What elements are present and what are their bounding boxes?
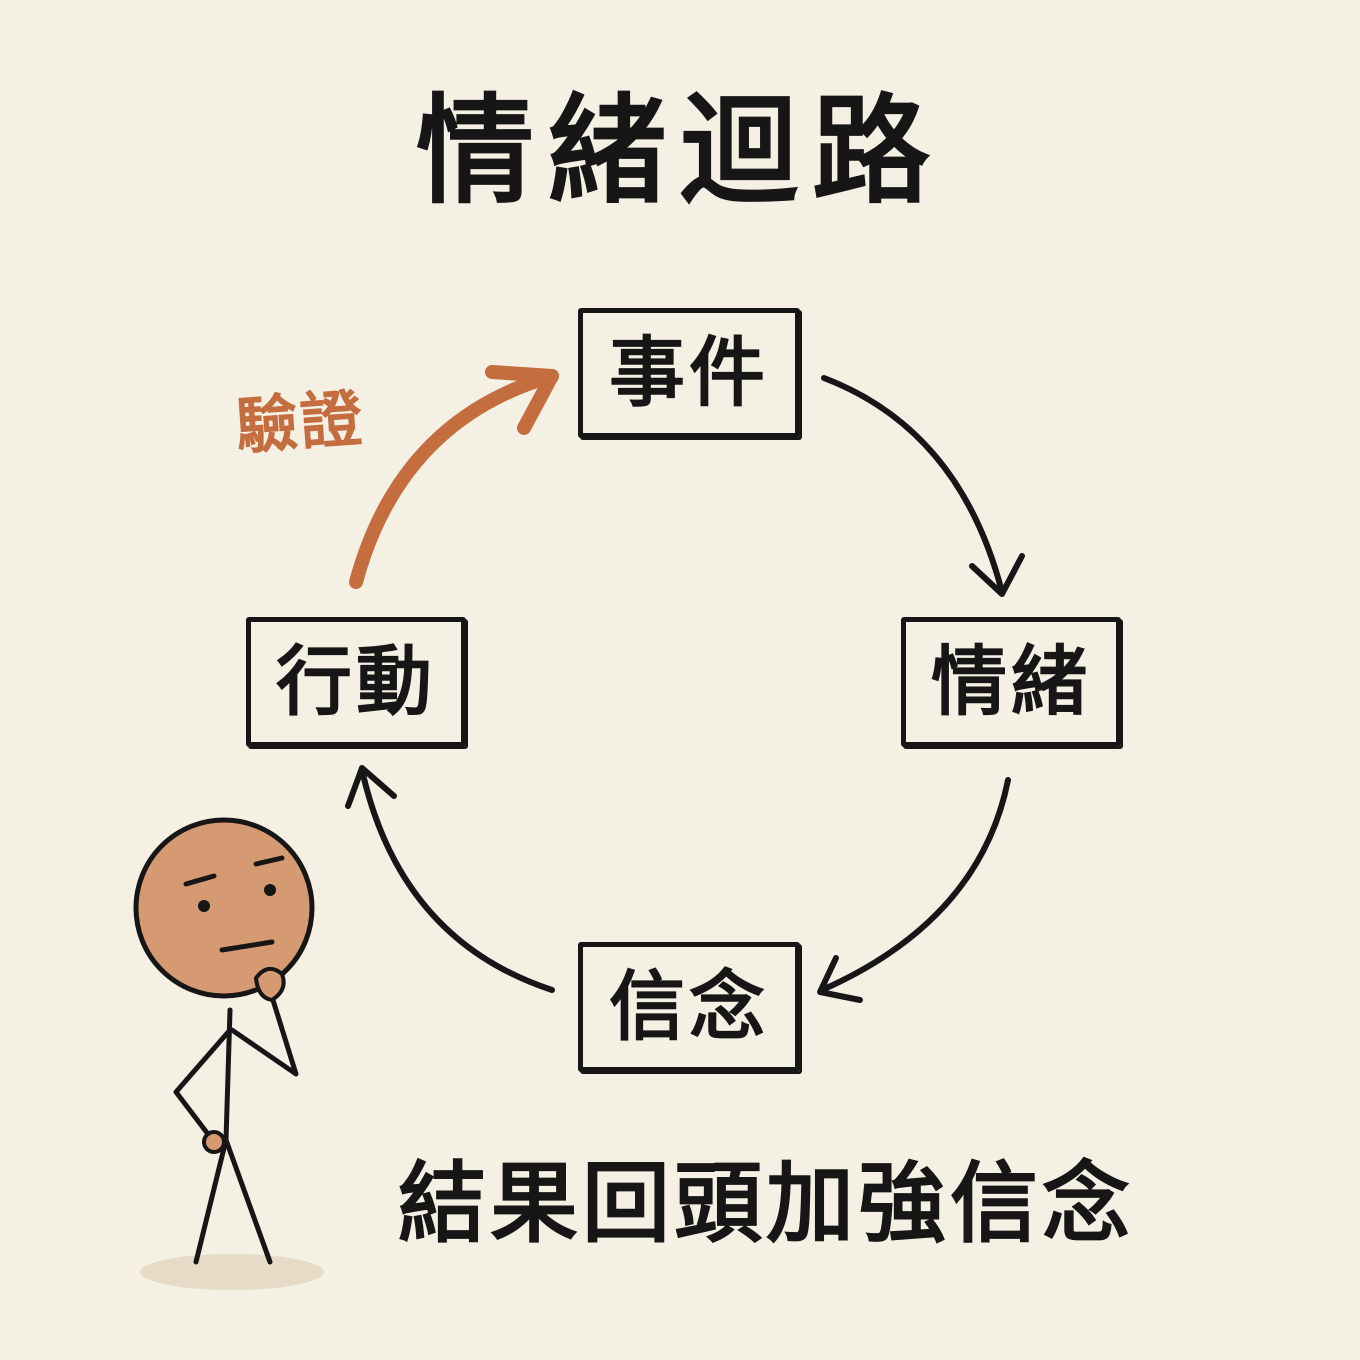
head [133, 817, 315, 999]
node-action: 行動 [246, 617, 466, 747]
hand-on-chin [254, 966, 286, 1002]
diagram-title: 情緒迴路 [415, 82, 944, 220]
arrow-belief-to-action [345, 765, 555, 993]
hand-on-hip [202, 1130, 226, 1154]
arrow-action-to-event [349, 365, 559, 589]
node-belief: 信念 [578, 942, 800, 1072]
eye-left [198, 900, 210, 912]
figure-shadow [140, 1254, 324, 1290]
thinking-person [133, 817, 324, 1290]
arrow-emotion-to-belief [817, 777, 1011, 1003]
eye-right [264, 884, 276, 896]
node-emotion: 情緒 [901, 617, 1121, 747]
node-event: 事件 [578, 308, 800, 438]
caption: 結果回頭加強信念 [398, 1152, 1135, 1255]
arrow-event-to-emotion [821, 375, 1025, 597]
feedback-label: 驗證 [233, 381, 367, 464]
